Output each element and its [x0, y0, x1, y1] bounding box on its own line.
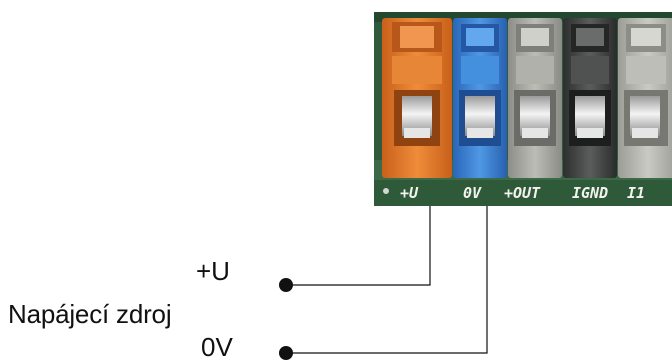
- pcb-label-i1: I1: [627, 184, 645, 202]
- wire-0v: [286, 206, 488, 354]
- terminal-dark: [563, 18, 617, 178]
- pcb-label-0v: 0V: [463, 184, 482, 202]
- terminal-dot-plus-u: [279, 278, 293, 292]
- pcb-label-plus-out: +OUT: [504, 184, 541, 202]
- wire-plus-u: [286, 206, 431, 286]
- terminal-dot-0v: [279, 346, 293, 360]
- pcb-label-ignd: IGND: [572, 184, 608, 202]
- terminal-block-photo: +U 0V +OUT IGND I1: [374, 12, 672, 206]
- label-0v: 0V: [201, 332, 233, 362]
- pcb-label-plus-u: +U: [400, 184, 419, 202]
- terminal-light: [618, 18, 672, 178]
- terminal-orange: [382, 18, 452, 178]
- power-supply-title: Napájecí zdroj: [8, 299, 172, 329]
- pcb-silkscreen-labels: +U 0V +OUT IGND I1: [400, 184, 645, 202]
- terminal-gray: [508, 18, 562, 178]
- terminal-blue: [453, 18, 507, 178]
- label-plus-u: +U: [196, 256, 230, 286]
